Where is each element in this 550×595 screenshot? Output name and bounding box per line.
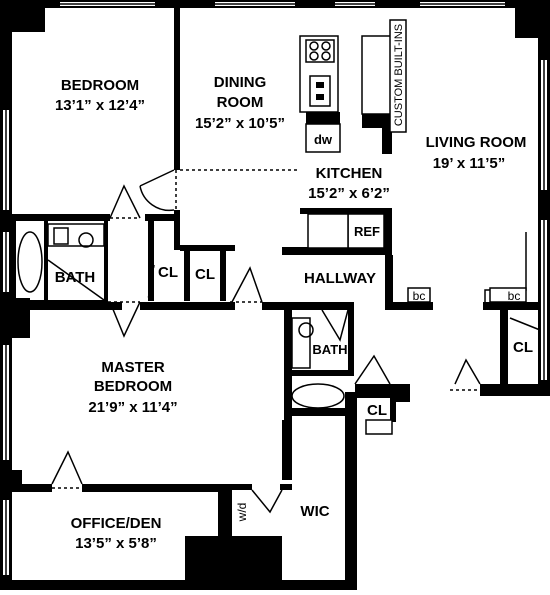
kitchen-fixtures [299, 19, 527, 303]
room-labels: BEDROOM 13’1” x 12’4” DINING ROOM 15’2” … [55, 24, 533, 552]
cl1-label: CL [158, 264, 178, 281]
dining-dims: 15’2” x 10’5” [195, 115, 285, 132]
cl3-label: CL [513, 339, 533, 356]
windows [3, 2, 547, 575]
bedroom-dims: 13’1” x 12’4” [55, 97, 145, 114]
master-dims: 21’9” x 11’4” [88, 399, 177, 416]
kitchen-dims: 15’2” x 6’2” [308, 185, 390, 202]
dining-name-1: DINING [214, 74, 267, 91]
dining-name-2: ROOM [217, 94, 264, 111]
bath-fixtures [17, 223, 393, 435]
master-name-2: BEDROOM [94, 378, 172, 395]
office-name: OFFICE/DEN [71, 515, 162, 532]
bedroom-name: BEDROOM [61, 77, 139, 94]
master-name-1: MASTER [101, 359, 165, 376]
interior-walls [12, 8, 538, 536]
doors [51, 169, 541, 514]
living-name: LIVING ROOM [426, 134, 527, 151]
hallway-name: HALLWAY [304, 270, 376, 287]
cl4-label: CL [367, 402, 387, 419]
bath2-name: BATH [312, 342, 347, 357]
washer-dryer-label: w/d [235, 503, 249, 523]
dishwasher-label: dw [314, 132, 333, 147]
wic-name: WIC [300, 503, 329, 520]
refrigerator-label: REF [354, 224, 380, 239]
bc-label-2: bc [508, 289, 521, 303]
bc-label-1: bc [413, 289, 426, 303]
kitchen-name: KITCHEN [316, 165, 383, 182]
cl2-label: CL [195, 266, 215, 283]
living-dims: 19’ x 11’5” [433, 155, 506, 172]
custom-builtins-label: CUSTOM BUILT-INS [393, 24, 405, 126]
bath1-name: BATH [55, 269, 96, 286]
office-dims: 13’5” x 5’8” [75, 535, 157, 552]
